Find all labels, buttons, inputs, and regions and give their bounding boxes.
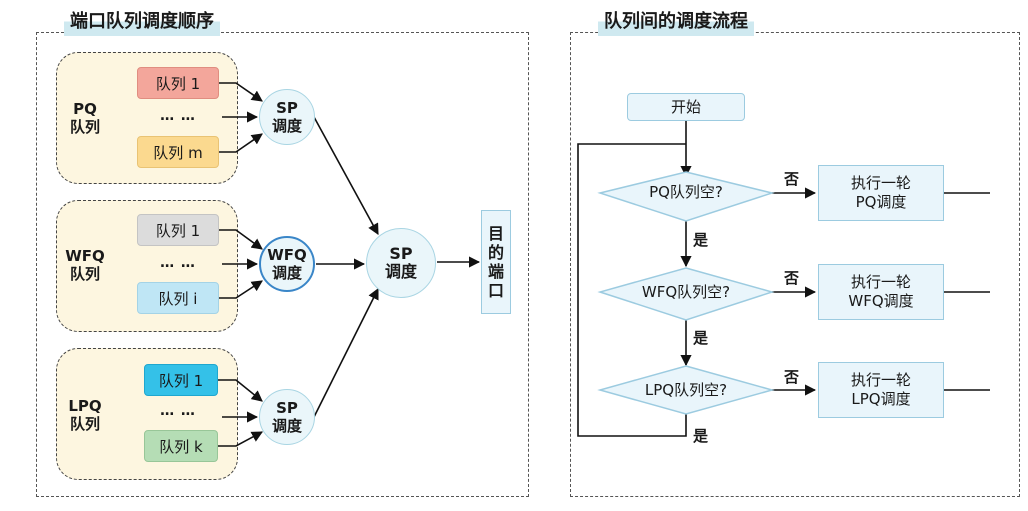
arrow-wfq-qi [219,280,263,299]
lpq-queue-k: 队列 k [144,430,218,462]
wfq-scheduler: WFQ 调度 [259,236,315,292]
decision-wfq-label: WFQ队列空? [641,283,731,301]
action-wfq-line1: 执行一轮 [850,273,911,291]
pq-sp-scheduler: SP 调度 [259,89,315,145]
arrow-pq-q1 [219,82,263,102]
no-label-lpq: 否 [784,368,800,386]
pq-label-line2: 队列 [69,118,100,136]
action-pq: 执行一轮 PQ调度 [818,165,944,221]
action-pq-line2: PQ调度 [855,193,907,211]
pq-queue-1: 队列 1 [137,67,219,99]
lpq-queue-1: 队列 1 [144,364,218,396]
no-label-wfq: 否 [784,269,800,287]
arrow-pq-to-main [313,116,379,235]
decision-lpq-label: LPQ队列空? [644,381,728,399]
wfq-label-line2: 队列 [69,265,100,283]
action-pq-line1: 执行一轮 [850,174,911,192]
lpq-sp-line1: SP [276,399,298,417]
lpq-dots: … … [160,403,196,419]
dest-char-3: 端 [487,262,504,281]
loop-back-line [577,143,687,437]
lpq-sp-scheduler: SP 调度 [259,389,315,445]
decision-wfq-diamond [597,267,775,321]
arrow-lpq-q1 [218,379,263,402]
lpq-sp-line2: 调度 [271,417,302,435]
dest-char-1: 目 [487,224,504,243]
wfq-queue-1: 队列 1 [137,214,219,246]
action-wfq-line2: WFQ调度 [848,292,914,310]
wfq-sched-line1: WFQ [267,246,307,264]
wfq-queue-i: 队列 i [137,282,219,314]
pq-sp-line2: 调度 [271,117,302,135]
action-lpq-line1: 执行一轮 [850,371,911,389]
decision-pq-label: PQ队列空? [649,183,723,201]
yes-label-pq: 是 [693,231,709,249]
main-sp-line2: 调度 [384,262,417,281]
arrow-pq-qm [219,133,263,153]
wfq-label-line1: WFQ [65,247,105,265]
right-panel-frame [570,32,1020,497]
no-label-pq: 否 [784,170,800,188]
wfq-group-label: WFQ 队列 [60,247,110,283]
pq-dots: … … [160,108,196,124]
arrow-wfq-q1 [219,229,263,250]
start-node: 开始 [627,93,745,121]
action-wfq: 执行一轮 WFQ调度 [818,264,944,320]
dest-char-4: 口 [487,281,504,300]
main-sp-line1: SP [389,244,413,263]
left-panel-title: 端口队列调度顺序 [64,10,220,36]
yes-label-lpq: 是 [693,427,709,445]
lpq-label-line2: 队列 [69,415,100,433]
decision-lpq-diamond [597,365,775,415]
main-sp-scheduler: SP 调度 [366,228,436,298]
pq-group-label: PQ 队列 [60,100,110,136]
arrow-lpq-to-main [313,287,379,418]
decision-pq-diamond [597,171,775,222]
destination-port: 目 的 端 口 [481,210,511,314]
arrow-lpq-qk [218,431,263,447]
lpq-group-label: LPQ 队列 [60,397,110,433]
right-panel-title: 队列间的调度流程 [598,10,754,36]
wfq-sched-line2: 调度 [271,264,302,282]
yes-label-wfq: 是 [693,329,709,347]
dest-char-2: 的 [487,243,504,262]
pq-label-line1: PQ [73,100,97,118]
action-lpq: 执行一轮 LPQ调度 [818,362,944,418]
pq-queue-m: 队列 m [137,136,219,168]
pq-sp-line1: SP [276,99,298,117]
lpq-label-line1: LPQ [68,397,102,415]
left-panel-frame [36,32,529,497]
action-lpq-line2: LPQ调度 [851,390,911,408]
wfq-dots: … … [160,255,196,271]
